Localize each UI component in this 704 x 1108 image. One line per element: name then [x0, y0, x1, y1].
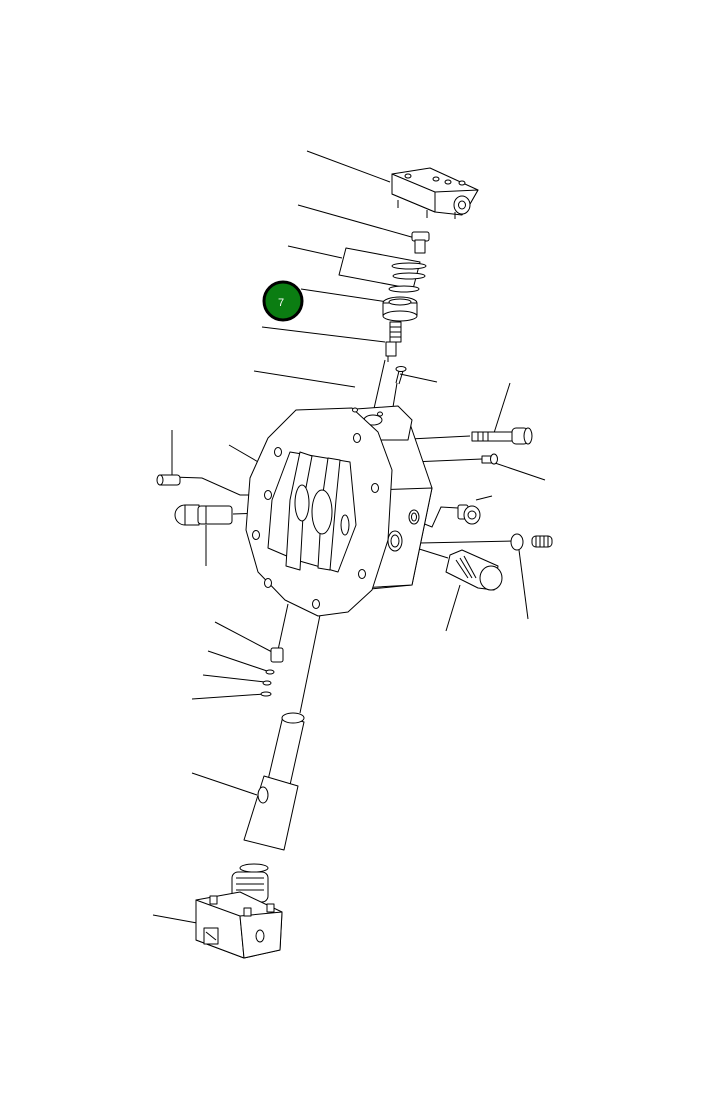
spring: [531, 535, 553, 548]
short-screw: [481, 453, 498, 465]
small-plug: [411, 231, 430, 254]
small-screw: [395, 366, 407, 385]
main-pump-body: [245, 405, 433, 617]
long-bolt: [471, 427, 533, 445]
left-pin: [156, 474, 181, 486]
left-plug: [174, 504, 233, 526]
drive-shaft: [243, 712, 305, 851]
lower-small-parts: [260, 647, 284, 697]
spool-pin: [385, 321, 402, 362]
seal-rings: [338, 247, 427, 293]
right-fitting: [457, 504, 481, 525]
bottom-housing: [195, 863, 283, 959]
top-cover-block: [391, 167, 479, 219]
spool-cap: [382, 296, 418, 322]
callout-7[interactable]: 7: [262, 280, 304, 322]
callout-circle: [262, 280, 304, 322]
relief-valve: [445, 549, 503, 591]
o-ring: [510, 533, 524, 551]
callout-number: 7: [278, 297, 284, 309]
